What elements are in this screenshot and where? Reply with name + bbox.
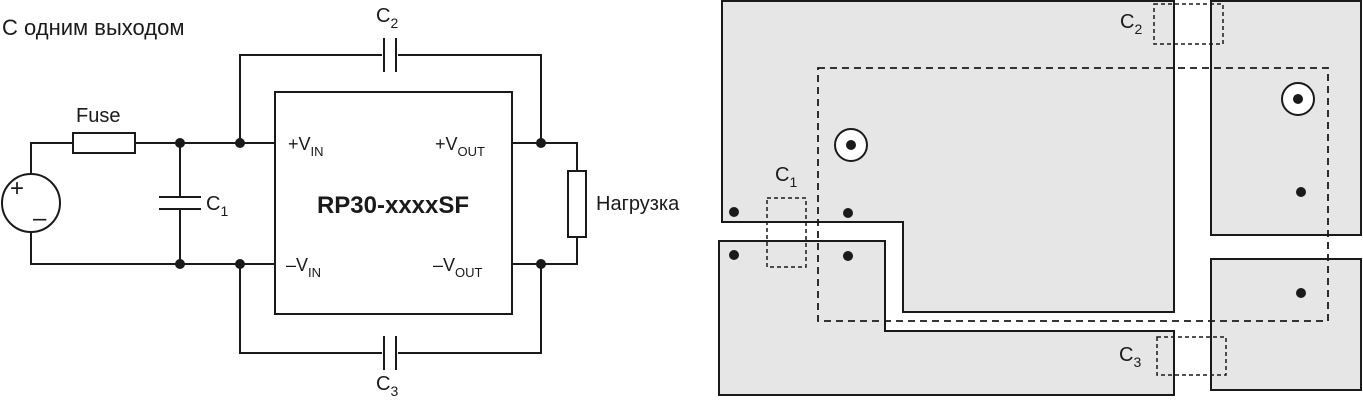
- fuse-icon: [72, 132, 136, 154]
- pcb-vias: [729, 187, 1306, 298]
- c1-label: C1: [206, 193, 228, 219]
- vin-plus-label: +VIN: [288, 134, 324, 159]
- pcb-copper-vout-minus: [1210, 258, 1362, 391]
- schematic: С одним выходом + – Fuse C1: [1, 5, 680, 399]
- load-label: Нагрузка: [596, 193, 680, 215]
- vout-minus-label: –VOUT: [433, 255, 483, 280]
- pcb-c2-label: C2: [1120, 11, 1142, 37]
- wires: [30, 54, 578, 354]
- capacitor-c2-icon: [383, 38, 397, 72]
- pcb-copper-vout-plus: [1210, 0, 1362, 236]
- c1-footprint: [766, 197, 807, 268]
- pcb-copper-vin-plus: [721, 0, 1175, 313]
- source-minus-sign: –: [33, 205, 47, 232]
- junction-dots: [175, 138, 546, 269]
- c2-footprint: [1153, 3, 1224, 45]
- schematic-title: С одним выходом: [2, 15, 184, 40]
- pcb-c3-label: C3: [1119, 344, 1141, 370]
- converter-module: [274, 91, 513, 315]
- mounting-pin-icon: [834, 128, 868, 162]
- capacitor-c3-icon: [383, 336, 397, 370]
- source-plus-sign: +: [10, 175, 24, 202]
- pcb-c1-label: C1: [775, 164, 797, 190]
- pcb-layout: C1 C2 C3: [718, 0, 1362, 396]
- load-resistor-icon: [567, 170, 587, 238]
- c2-label: C2: [376, 5, 398, 31]
- c3-footprint: [1156, 336, 1227, 376]
- mounting-pin-icon: [1281, 82, 1315, 116]
- module-name: RP30-xxxxSF: [317, 192, 469, 219]
- capacitor-c1-icon: [159, 196, 201, 210]
- voltage-source-icon: + –: [1, 173, 61, 233]
- module-footprint-outline: [817, 67, 1329, 322]
- vout-plus-label: +VOUT: [435, 134, 485, 159]
- c3-label: C3: [376, 373, 398, 399]
- vin-minus-label: –VIN: [286, 255, 321, 280]
- pcb-copper-vin-minus: [718, 240, 1175, 396]
- fuse-label: Fuse: [76, 105, 120, 127]
